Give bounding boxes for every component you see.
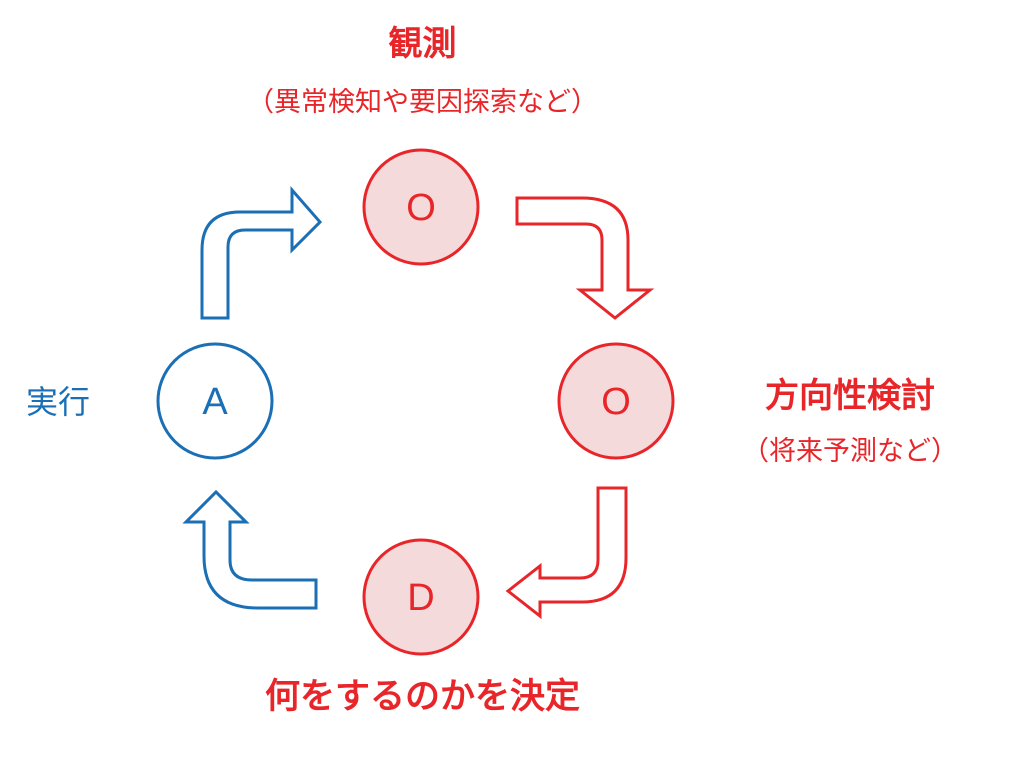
node-act-circle <box>156 342 274 460</box>
orient-subtitle: （将来予測など） <box>742 436 958 467</box>
arrow-observe-to-orient <box>515 196 655 320</box>
orient-title: 方向性検討 <box>765 376 935 416</box>
observe-title: 観測 <box>388 24 457 64</box>
node-orient-circle <box>557 342 675 460</box>
node-act-letter: A <box>202 381 228 423</box>
arrow-act-to-observe <box>200 186 323 320</box>
node-decide-letter: D <box>407 577 434 619</box>
node-decide-circle <box>362 538 480 656</box>
arrow-orient-to-decide <box>505 486 628 620</box>
node-observe-circle <box>362 148 480 266</box>
arrow-decide-to-act <box>182 489 318 610</box>
observe-subtitle: （異常検知や要因探索など） <box>247 87 598 118</box>
node-observe-letter: O <box>406 187 436 229</box>
decide-title: 何をするのかを決定 <box>264 677 580 717</box>
act-label: 実行 <box>26 383 91 421</box>
node-orient-letter: O <box>601 381 631 423</box>
